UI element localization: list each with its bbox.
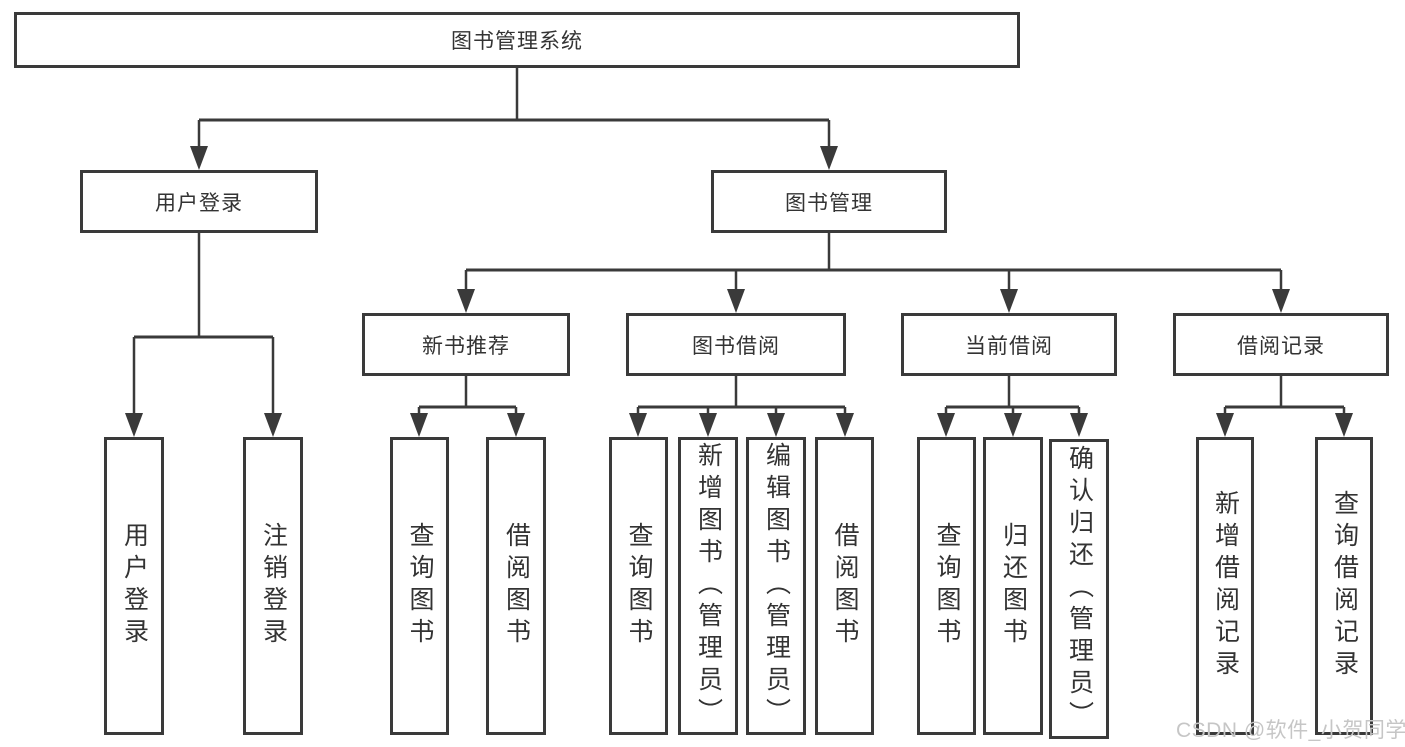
node-book-management: 图书管理 (711, 170, 947, 233)
connector-root-to-level2 (190, 68, 838, 170)
node-user-login-label: 用户登录 (155, 191, 243, 215)
leaf-logout-label: 注销登录 (259, 522, 288, 650)
leaf-borrowing-borrow-books: 借阅图书 (815, 437, 874, 735)
node-current-borrowing-label: 当前借阅 (965, 334, 1053, 358)
connector-user-login-to-leaves (125, 233, 282, 437)
leaf-records-query-record: 查询借阅记录 (1315, 437, 1373, 735)
node-library-system: 图书管理系统 (14, 12, 1020, 68)
leaf-recommend-query-books: 查询图书 (390, 437, 449, 735)
leaf-borrowing-add-books-admin: 新增图书（管理员） (678, 437, 738, 735)
connector-current-borrowing-to-leaves (937, 376, 1088, 437)
leaf-borrowing-query-books-label: 查询图书 (625, 522, 653, 650)
leaf-borrowing-edit-books-admin: 编辑图书（管理员） (746, 437, 806, 735)
leaf-records-add-record-label: 新增借阅记录 (1211, 490, 1240, 682)
leaf-user-login-label: 用户登录 (120, 522, 149, 650)
connector-book-management-to-level3 (457, 233, 1290, 313)
node-book-borrowing: 图书借阅 (626, 313, 846, 376)
leaf-recommend-borrow-books: 借阅图书 (486, 437, 546, 735)
leaf-records-query-record-label: 查询借阅记录 (1330, 490, 1359, 682)
leaf-borrowing-borrow-books-label: 借阅图书 (831, 522, 859, 650)
watermark-text: CSDN @软件_小贺同学 (1176, 719, 1405, 742)
leaf-current-return-books-label: 归还图书 (999, 522, 1028, 650)
node-book-borrowing-label: 图书借阅 (692, 334, 780, 358)
node-book-management-label: 图书管理 (785, 191, 873, 215)
node-current-borrowing: 当前借阅 (901, 313, 1117, 376)
connector-book-borrowing-to-leaves (629, 376, 854, 437)
leaf-current-confirm-return-admin-label: 确认归还（管理员） (1065, 445, 1094, 733)
leaf-current-query-books-label: 查询图书 (933, 522, 961, 650)
leaf-recommend-query-books-label: 查询图书 (406, 522, 434, 650)
node-borrowing-records-label: 借阅记录 (1237, 334, 1325, 358)
connector-borrowing-records-to-leaves (1216, 376, 1353, 437)
node-borrowing-records: 借阅记录 (1173, 313, 1389, 376)
leaf-logout: 注销登录 (243, 437, 303, 735)
leaf-records-add-record: 新增借阅记录 (1196, 437, 1254, 735)
leaf-user-login: 用户登录 (104, 437, 164, 735)
node-new-book-recommend-label: 新书推荐 (422, 334, 510, 358)
leaf-recommend-borrow-books-label: 借阅图书 (502, 522, 531, 650)
node-new-book-recommend: 新书推荐 (362, 313, 570, 376)
node-user-login: 用户登录 (80, 170, 318, 233)
connector-new-book-recommend-to-leaves (410, 376, 525, 437)
leaf-current-return-books: 归还图书 (983, 437, 1043, 735)
leaf-borrowing-query-books: 查询图书 (609, 437, 668, 735)
leaf-current-query-books: 查询图书 (917, 437, 976, 735)
leaf-current-confirm-return-admin: 确认归还（管理员） (1049, 439, 1109, 739)
leaf-borrowing-add-books-admin-label: 新增图书（管理员） (694, 442, 723, 730)
leaf-borrowing-edit-books-admin-label: 编辑图书（管理员） (762, 442, 791, 730)
node-library-system-label: 图书管理系统 (451, 30, 583, 53)
